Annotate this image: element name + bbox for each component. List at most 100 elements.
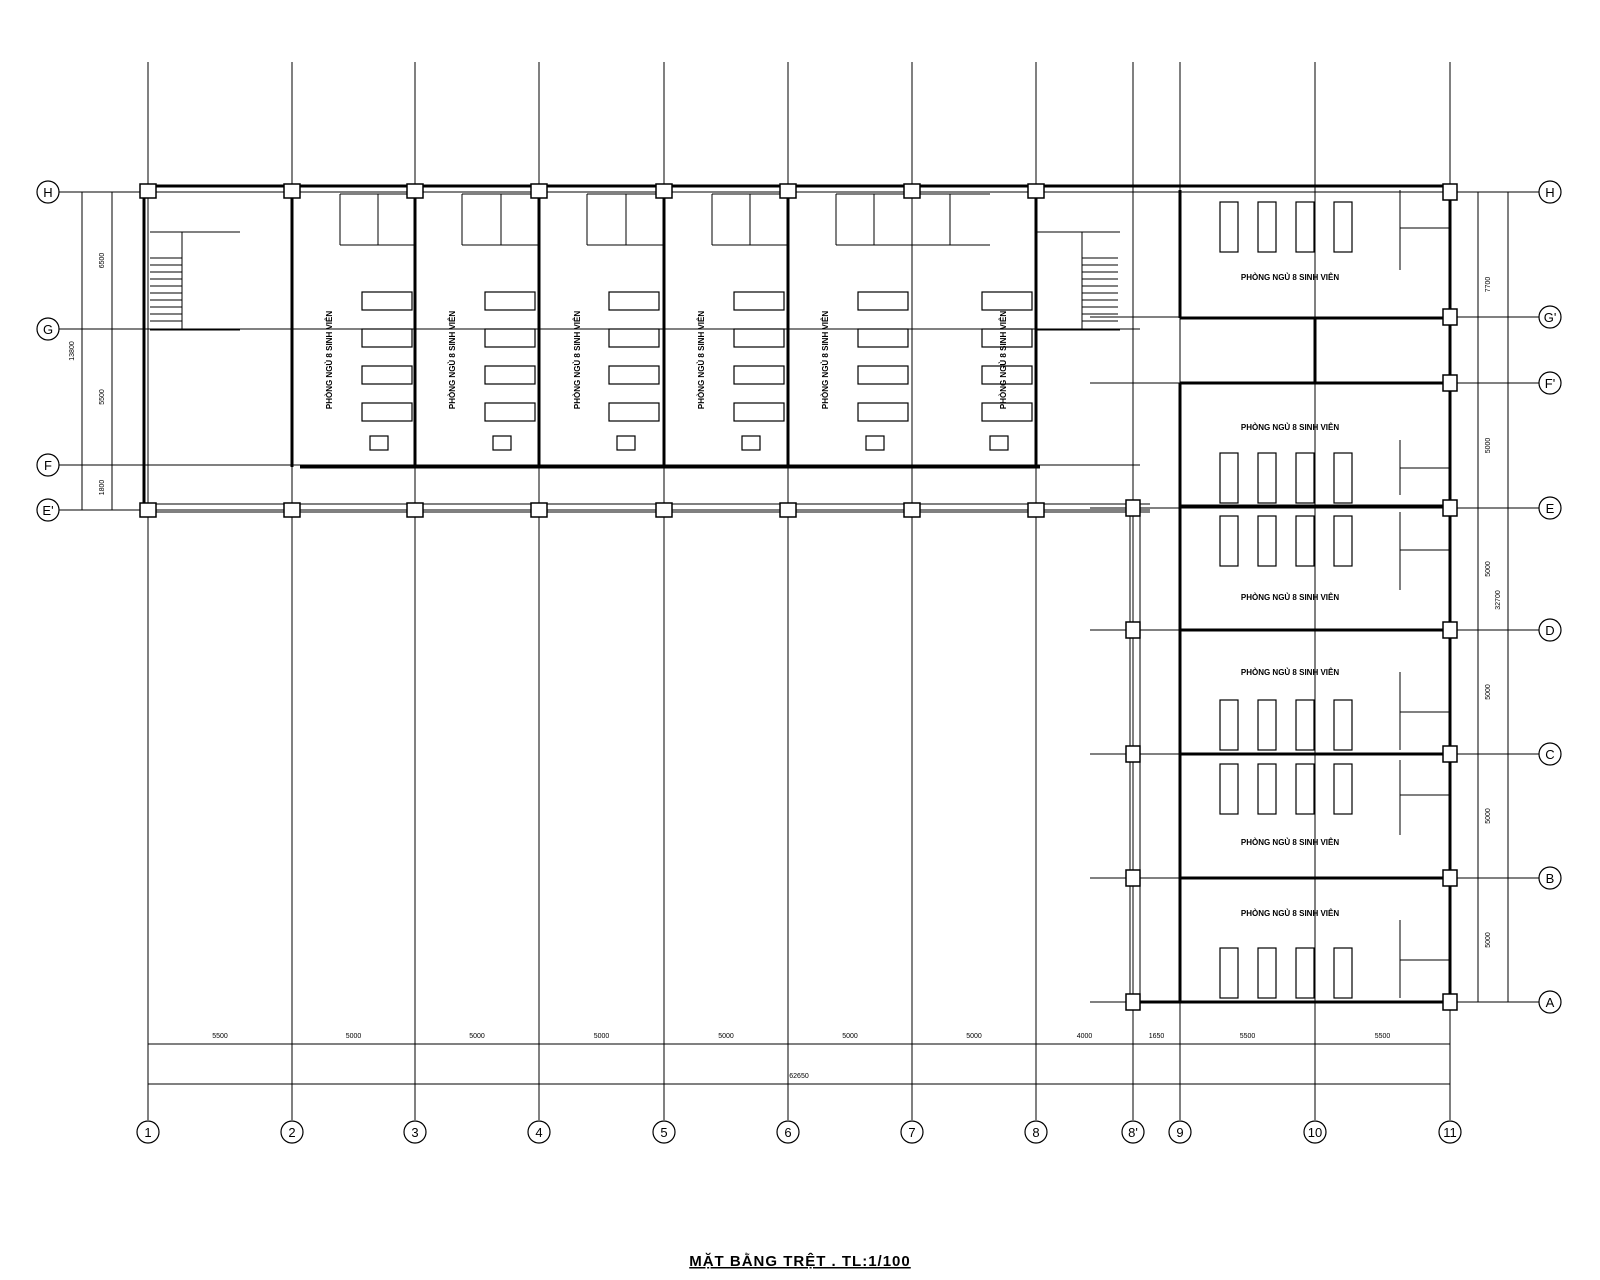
grid-bubble-right-6-circle [1538,866,1562,890]
dim-left-2: 1800 [99,480,106,496]
bed-north-4-0 [857,291,909,311]
grid-bubble-left-3-label: E' [42,503,53,518]
bed-east-5-1 [1257,947,1277,999]
bed-north-2-3 [608,402,660,422]
grid-bubble-col-5-label: 6 [784,1125,791,1140]
room-label-north-0: PHÒNG NGỦ 8 SINH VIÊN [325,311,334,409]
room-label-east-0: PHÒNG NGỦ 8 SINH VIÊN [1241,273,1339,282]
bed-east-2-1 [1257,515,1277,567]
room-labels: PHÒNG NGỦ 8 SINH VIÊN PHÒNG NGỦ 8 SINH VI… [325,273,1339,918]
bed-east-3-0 [1219,699,1239,751]
grid-bubble-col-3-circle [527,1120,551,1144]
grid-bubble-left-3-circle [36,498,60,522]
column-top-6 [903,183,921,199]
grid-bubble-col-6-label: 7 [908,1125,915,1140]
dim-bottom-0: 5500 [212,1033,228,1040]
structural-columns [139,183,1458,1011]
column-bottom-0 [139,502,157,518]
grid-bubble-col-9-label: 9 [1176,1125,1183,1140]
walls [142,184,1452,1004]
bed-east-1-0 [1219,452,1239,504]
grid-bubble-col-0-circle [136,1120,160,1144]
column-bottom-6 [903,502,921,518]
room-label-north-5: PHÒNG NGỦ 8 SINH VIÊN [999,311,1008,409]
bed-north-4-2 [857,365,909,385]
grid-bubble-col-9-circle [1168,1120,1192,1144]
bed-north-2-0 [608,291,660,311]
column-east-2 [1442,374,1458,392]
bed-east-1-2 [1295,452,1315,504]
desk-north-0 [369,435,389,451]
bed-north-5-0 [981,291,1033,311]
dim-bottom-4: 5000 [718,1033,734,1040]
dim-left-total: 13800 [69,341,76,361]
desk-north-5 [989,435,1009,451]
bed-north-0-0 [361,291,413,311]
grid-bubble-col-3-label: 4 [535,1125,542,1140]
room-label-east-4: PHÒNG NGỦ 8 SINH VIÊN [1241,838,1339,847]
bed-north-0-3 [361,402,413,422]
column-top-4 [655,183,673,199]
grid-bubble-col-5-circle [776,1120,800,1144]
grid-bubble-col-8-circle [1121,1120,1145,1144]
dim-right-2: 5000 [1485,561,1492,577]
column-top-1 [283,183,301,199]
grid-bubble-right-2-circle [1538,371,1562,395]
dim-bottom-8: 1650 [1149,1033,1165,1040]
desk-north-4 [865,435,885,451]
grid-bubble-col-11-circle [1438,1120,1462,1144]
grid-bubble-right-1-label: G' [1544,310,1557,325]
dim-left-0: 6500 [99,253,106,269]
room-label-north-4: PHÒNG NGỦ 8 SINH VIÊN [821,311,830,409]
column-corridor-6 [1125,869,1141,887]
bed-north-1-1 [484,328,536,348]
column-top-0 [139,183,157,199]
dim-right-0: 7700 [1485,277,1492,293]
stair-treads [150,257,1118,322]
column-east-7 [1442,993,1458,1011]
grid-bubble-col-1-label: 2 [288,1125,295,1140]
grid-bubble-right-0-label: H [1545,185,1554,200]
room-label-east-1: PHÒNG NGỦ 8 SINH VIÊN [1241,423,1339,432]
bed-east-4-2 [1295,763,1315,815]
column-corridor-5 [1125,745,1141,763]
grid-bubble-left-0-circle [36,180,60,204]
bed-north-1-3 [484,402,536,422]
room-label-north-2: PHÒNG NGỦ 8 SINH VIÊN [573,311,582,409]
column-bottom-7 [1027,502,1045,518]
column-top-2 [406,183,424,199]
grid-bubble-right-4-circle [1538,618,1562,642]
dim-left-1: 5500 [99,389,106,405]
room-label-east-2: PHÒNG NGỦ 8 SINH VIÊN [1241,593,1339,602]
grid-bubble-col-8-label: 8' [1128,1125,1138,1140]
dim-bottom-3: 5000 [594,1033,610,1040]
grid-bubble-col-1-circle [280,1120,304,1144]
grid-bubble-left-2-label: F [44,458,52,473]
grid-bubble-right-5-label: C [1545,747,1554,762]
grid-bubble-right-0-circle [1538,180,1562,204]
bed-north-5-1 [981,328,1033,348]
dim-right-1: 5000 [1485,438,1492,454]
column-top-5 [779,183,797,199]
dim-bottom-1: 5000 [346,1033,362,1040]
column-east-3 [1442,499,1458,517]
column-bottom-4 [655,502,673,518]
dim-bottom-5: 5000 [842,1033,858,1040]
desk-north-3 [741,435,761,451]
bed-north-2-2 [608,365,660,385]
grid-bubble-col-4-circle [652,1120,676,1144]
bed-east-0-1 [1257,201,1277,253]
bed-north-5-3 [981,402,1033,422]
grid-bubble-col-10-circle [1303,1120,1327,1144]
bed-east-3-3 [1333,699,1353,751]
grid-bubble-right-1-circle [1538,305,1562,329]
bed-north-0-2 [361,365,413,385]
column-bottom-5 [779,502,797,518]
column-east-4 [1442,621,1458,639]
beds [361,201,1353,999]
dim-total: 62650 [789,1073,809,1080]
bed-north-5-2 [981,365,1033,385]
grid-bubble-col-2-circle [403,1120,427,1144]
bed-north-1-0 [484,291,536,311]
